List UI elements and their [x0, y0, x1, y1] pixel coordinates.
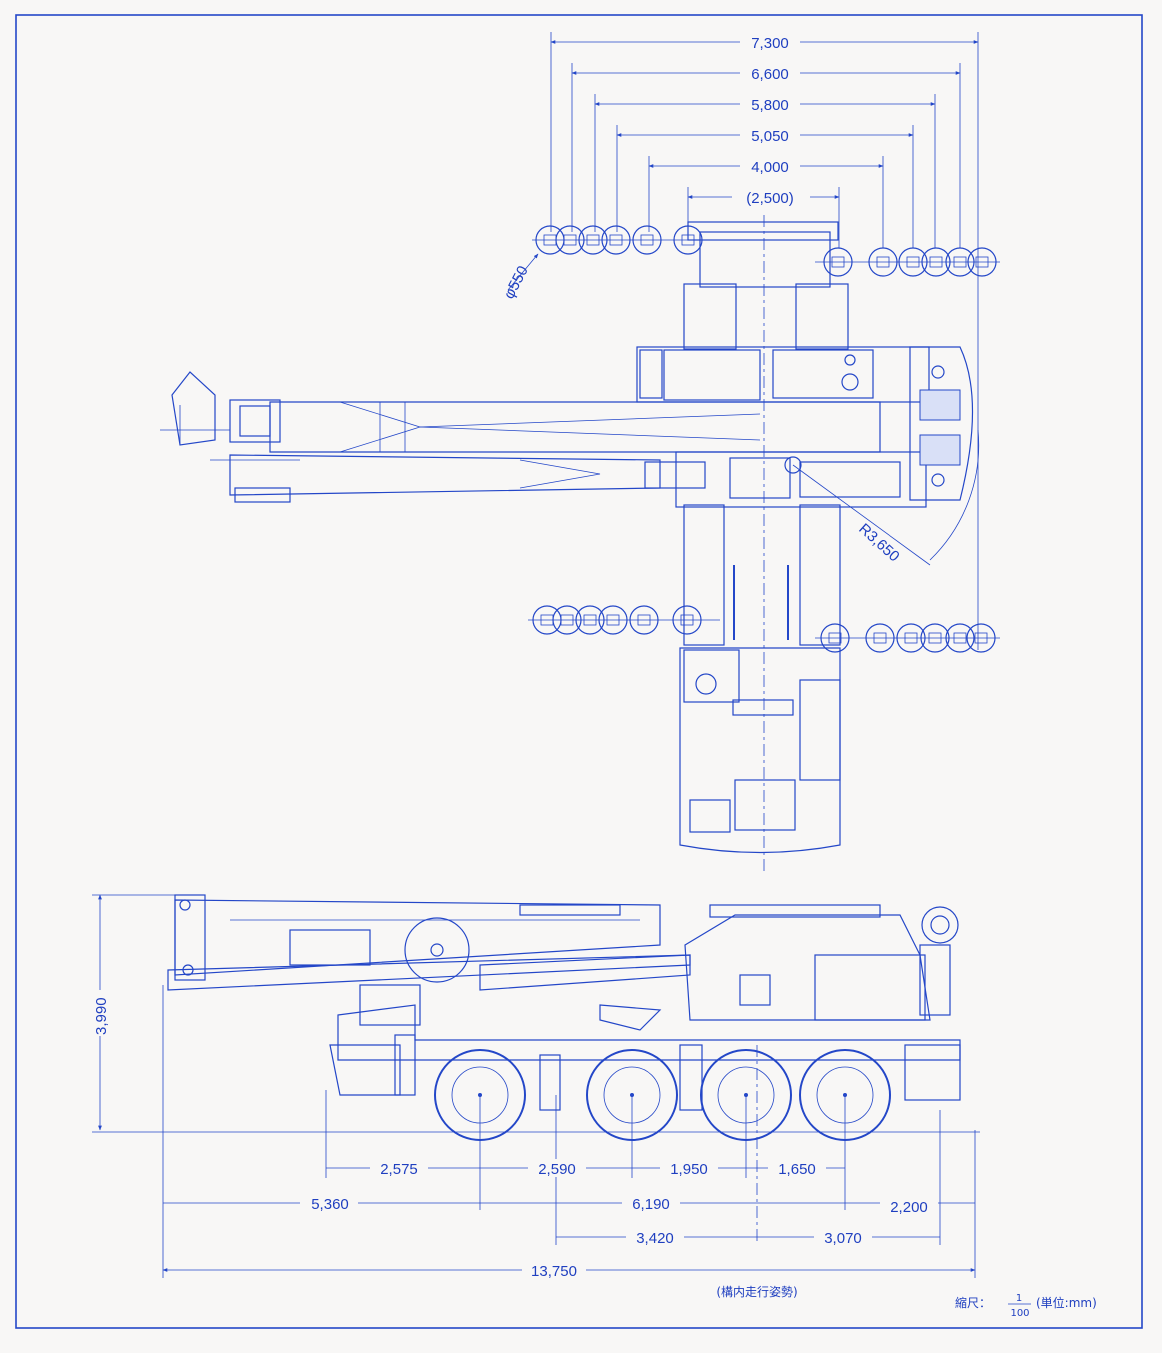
top-view: 7,300 6,600 5,800 5,050 4,000 (2,500) φ5… — [160, 32, 1000, 875]
scale-unit: (単位:mm) — [1036, 1295, 1097, 1310]
dim-width-7300: 7,300 — [751, 35, 789, 52]
dim-axle-1650: 1,650 — [778, 1161, 816, 1178]
side-view: 3,990 — [90, 894, 980, 1280]
outrigger-pads-bottom — [528, 605, 1000, 653]
drawing-border — [15, 14, 1143, 1329]
caption-travel-posture: (構内走行姿勢) — [716, 1284, 797, 1299]
outrigger-dimension-lines — [550, 32, 979, 650]
scale-label: 縮尺： — [955, 1295, 991, 1310]
dim-width-5800: 5,800 — [751, 97, 789, 114]
dim-axle-2575: 2,575 — [380, 1161, 418, 1178]
scale-denominator: 100 — [1010, 1308, 1029, 1319]
dim-height: 3,990 — [93, 997, 110, 1035]
dim-width-5050: 5,050 — [751, 128, 789, 145]
dim-overall-length: 13,750 — [531, 1263, 577, 1280]
dim-width-2500: (2,500) — [746, 190, 794, 207]
dim-width-4000: 4,000 — [751, 159, 789, 176]
scale-numerator: 1 — [1016, 1293, 1022, 1304]
dim-row2-6190: 6,190 — [632, 1196, 670, 1213]
dim-row3-3420: 3,420 — [636, 1230, 674, 1247]
dim-row3-3070: 3,070 — [824, 1230, 862, 1247]
dim-tail-radius: R3,650 — [855, 520, 902, 565]
outrigger-pads-top — [532, 225, 1000, 277]
scale-note: 縮尺： 1 100 (単位:mm) — [955, 1293, 1097, 1319]
dim-width-6600: 6,600 — [751, 66, 789, 83]
dim-row2-5360: 5,360 — [311, 1196, 349, 1213]
dim-pad-diameter: φ550 — [501, 263, 532, 302]
dim-axle-2590: 2,590 — [538, 1161, 576, 1178]
wheels — [434, 1049, 891, 1141]
dim-row2-2200: 2,200 — [890, 1199, 928, 1216]
boom-side-view — [167, 894, 691, 991]
boom-top-view — [160, 371, 881, 503]
dim-axle-1950: 1,950 — [670, 1161, 708, 1178]
side-extension-lines — [162, 985, 976, 1278]
